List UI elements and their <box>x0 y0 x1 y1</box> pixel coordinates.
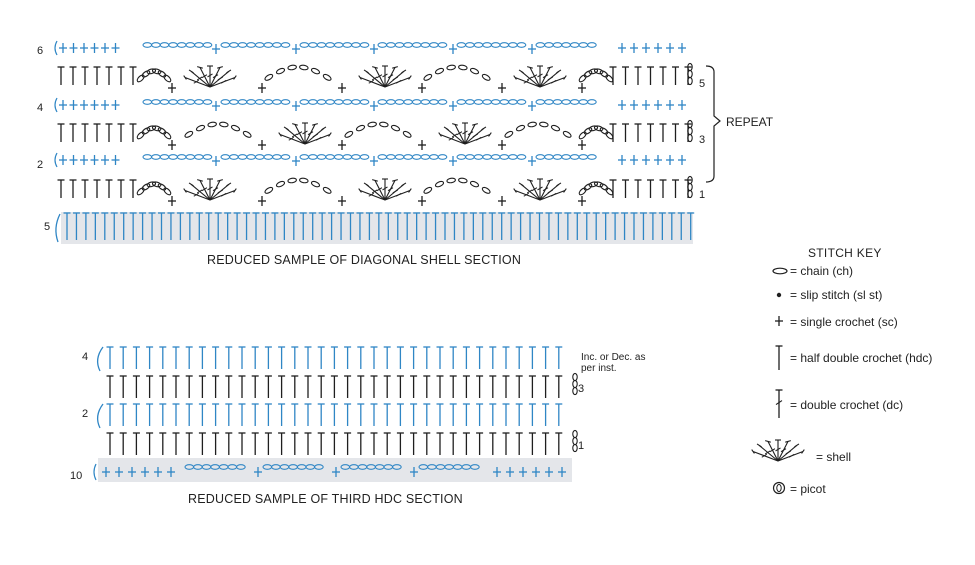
row-number-right-1: 1 <box>699 189 706 201</box>
double-crochet-icon <box>775 389 783 418</box>
picot-icon <box>772 481 786 495</box>
key-hdc-text: = half double crochet (hdc) <box>790 351 933 365</box>
top-sc-row-2 <box>54 97 686 113</box>
row-number-10-bottom: 10 <box>70 470 83 482</box>
half-double-crochet-icon <box>775 345 783 370</box>
row-number-right-3-bottom: 3 <box>578 383 585 395</box>
slip-stitch-icon <box>776 292 782 298</box>
row-number-right-5: 5 <box>699 78 706 90</box>
row-number-2-bottom: 2 <box>82 408 89 420</box>
key-chain-text: = chain (ch) <box>790 264 854 278</box>
single-crochet-icon <box>775 316 783 326</box>
top-foundation-row <box>55 212 695 244</box>
stitch-key-title: STITCH KEY <box>808 246 882 260</box>
chain-icon <box>772 267 788 275</box>
top-stitch-row-1 <box>57 62 693 93</box>
key-dc-text: = double crochet (dc) <box>790 398 904 412</box>
row-number-6: 6 <box>37 45 44 57</box>
row-number-right-1-bottom: 1 <box>578 440 585 452</box>
repeat-label: REPEAT <box>726 115 774 129</box>
top-sc-row-1 <box>54 40 686 56</box>
row-number-4-bottom: 4 <box>82 351 89 363</box>
key-slip-stitch-text: = slip stitch (sl st) <box>790 288 883 302</box>
key-picot-text: = picot <box>790 482 826 496</box>
bottom-row-3 <box>106 372 578 398</box>
bottom-row-1 <box>106 429 578 455</box>
bottom-foundation-row <box>93 458 572 482</box>
inc-dec-note: Inc. or Dec. as per inst. <box>581 352 646 374</box>
top-stitch-row-2 <box>57 119 693 150</box>
key-shell-text: = shell <box>816 450 852 464</box>
key-single-crochet-text: = single crochet (sc) <box>790 315 898 329</box>
row-number-4: 4 <box>37 102 44 114</box>
shell-icon <box>751 439 805 462</box>
bottom-chart-caption: REDUCED SAMPLE OF THIRD HDC SECTION <box>188 492 463 506</box>
row-number-right-3: 3 <box>699 134 706 146</box>
top-sc-row-3 <box>54 152 686 168</box>
top-chart-caption: REDUCED SAMPLE OF DIAGONAL SHELL SECTION <box>207 253 522 267</box>
top-stitch-row-3 <box>57 175 693 206</box>
row-number-2: 2 <box>37 159 44 171</box>
bottom-row-4 <box>96 346 563 372</box>
bottom-row-2 <box>96 403 563 429</box>
row-number-foundation-5: 5 <box>44 221 51 233</box>
repeat-bracket <box>705 65 721 183</box>
